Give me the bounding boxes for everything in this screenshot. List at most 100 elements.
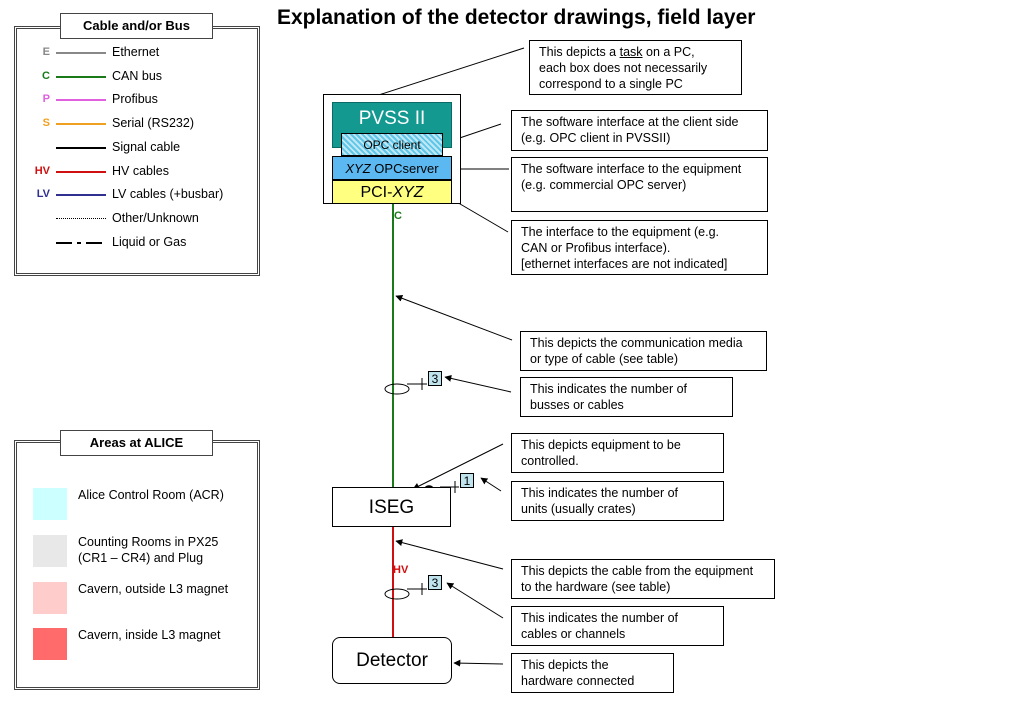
legend-letter: S bbox=[42, 117, 50, 130]
legend-label: Other/Unknown bbox=[112, 210, 199, 225]
pci-suffix: XYZ bbox=[392, 184, 424, 201]
pvss-label: PVSS II bbox=[358, 108, 426, 129]
arrow-media bbox=[395, 294, 513, 341]
bus-count-bracket bbox=[407, 378, 427, 390]
opc-server-box: XYZ OPCserver bbox=[332, 156, 452, 180]
legend-label: CAN bus bbox=[112, 68, 163, 83]
legend-label: Serial (RS232) bbox=[112, 116, 194, 131]
callout-task: This depicts a task on a PC, each box do… bbox=[529, 40, 742, 95]
callout-channels-line1: This indicates the number of bbox=[521, 611, 679, 625]
area-label: Counting Rooms in PX25 (CR1 – CR4) and Pl… bbox=[78, 534, 218, 566]
callout-units-line1: This indicates the number of bbox=[521, 486, 679, 500]
detector-box: Detector bbox=[332, 637, 452, 684]
legend-label: Ethernet bbox=[112, 45, 160, 59]
opc-client-box: OPC client bbox=[341, 133, 443, 156]
legend-letter: C bbox=[42, 69, 50, 82]
area-swatch bbox=[33, 535, 67, 567]
callout-task-line2: each box does not necessarily bbox=[539, 61, 708, 75]
callout-task-line1-pre: This depicts a bbox=[539, 45, 620, 59]
callout-channels: This indicates the number of cables or c… bbox=[511, 606, 724, 646]
legend-line-sample bbox=[56, 75, 106, 78]
legend-line-sample bbox=[56, 99, 106, 102]
page-title: Explanation of the detector drawings, fi… bbox=[277, 6, 756, 29]
legend-row: Signal cable bbox=[22, 139, 252, 155]
callout-equipment-line2: controlled. bbox=[521, 454, 579, 468]
callout-equipment: This depicts equipment to be controlled. bbox=[511, 433, 724, 473]
cable-count-bracket bbox=[407, 583, 427, 595]
area-swatch bbox=[33, 488, 67, 520]
callout-media: This depicts the communication media or … bbox=[520, 331, 767, 371]
legend-label: HV cables bbox=[112, 163, 169, 178]
legend-line-sample bbox=[56, 123, 106, 126]
pci-box: PCI-XYZ bbox=[332, 180, 452, 204]
area-label-line: Alice Control Room (ACR) bbox=[78, 488, 224, 502]
bus-count-box: 3 bbox=[428, 371, 442, 386]
callout-hw-if-line2: CAN or Profibus interface). bbox=[521, 241, 671, 255]
callout-hardware: This depicts the hardware connected bbox=[511, 653, 674, 693]
opc-server-label: OPCserver bbox=[370, 161, 439, 176]
legend-row: Other/Unknown bbox=[22, 210, 252, 226]
callout-equip-if-line1: The software interface to the equipment bbox=[521, 162, 742, 176]
callout-cable-hw-line1: This depicts the cable from the equipmen… bbox=[521, 564, 754, 578]
legend-letter: E bbox=[42, 46, 50, 58]
callout-equip-if-line2: (e.g. commercial OPC server) bbox=[521, 178, 687, 192]
cable-legend-panel bbox=[14, 26, 260, 276]
callout-hw-if-line3: [ethernet interfaces are not indicated] bbox=[521, 257, 728, 271]
iseg-label: ISEG bbox=[368, 497, 415, 518]
unit-count-box: 1 bbox=[460, 473, 474, 488]
can-cable-tag: C bbox=[394, 210, 402, 222]
callout-hardware-line1: This depicts the bbox=[521, 658, 609, 672]
callout-hw-if: The interface to the equipment (e.g. CAN… bbox=[511, 220, 768, 275]
callout-hw-if-line1: The interface to the equipment (e.g. bbox=[521, 225, 720, 239]
area-label-line: Cavern, inside L3 magnet bbox=[78, 628, 221, 642]
area-swatch bbox=[33, 582, 67, 614]
callout-cable-hw-line2: to the hardware (see table) bbox=[521, 580, 671, 594]
legend-letter: LV bbox=[36, 188, 50, 201]
cable-count-box: 3 bbox=[428, 575, 442, 590]
area-label: Cavern, outside L3 magnet bbox=[78, 581, 228, 597]
arrow-cable-hw bbox=[395, 539, 504, 570]
legend-line-sample bbox=[56, 52, 106, 54]
legend-row: P Profibus bbox=[22, 91, 252, 107]
callout-client-if: The software interface at the client sid… bbox=[511, 110, 768, 151]
cable-legend-header: Cable and/or Bus bbox=[60, 13, 213, 39]
opc-client-label: OPC client bbox=[363, 138, 421, 152]
callout-busses-line2: busses or cables bbox=[530, 398, 624, 412]
area-label-line: Cavern, outside L3 magnet bbox=[78, 582, 229, 596]
arrow-task bbox=[359, 47, 525, 103]
area-swatch bbox=[33, 628, 67, 660]
callout-task-line3: correspond to a single PC bbox=[539, 77, 683, 91]
legend-row: LV LV cables (+busbar) bbox=[22, 186, 252, 202]
legend-label: Profibus bbox=[112, 92, 158, 107]
callout-equip-if: The software interface to the equipment … bbox=[511, 157, 768, 212]
callout-busses-line1: This indicates the number of bbox=[530, 382, 688, 396]
area-label-line: (CR1 – CR4) and Plug bbox=[78, 551, 204, 565]
legend-line-sample bbox=[56, 194, 106, 197]
legend-label: Liquid or Gas bbox=[112, 234, 187, 249]
hv-cable-tag: HV bbox=[393, 564, 409, 576]
callout-task-line1-task: task bbox=[619, 45, 643, 59]
callout-task-line1-post: on a PC, bbox=[642, 45, 695, 59]
legend-line-sample bbox=[56, 217, 106, 219]
arrow-equipment bbox=[412, 443, 504, 490]
arrow-channels bbox=[446, 582, 504, 619]
legend-row: Liquid or Gas bbox=[22, 234, 252, 250]
area-label-line: Counting Rooms in PX25 bbox=[78, 535, 219, 549]
areas-header: Areas at ALICE bbox=[60, 430, 213, 456]
legend-letter: HV bbox=[34, 164, 50, 177]
pci-prefix: PCI- bbox=[360, 184, 393, 201]
legend-row: HV HV cables bbox=[22, 163, 252, 179]
callout-hardware-line2: hardware connected bbox=[521, 674, 635, 688]
callout-units: This indicates the number of units (usua… bbox=[511, 481, 724, 521]
callout-units-line2: units (usually crates) bbox=[521, 502, 636, 516]
callout-busses: This indicates the number of busses or c… bbox=[520, 377, 733, 417]
arrow-hardware bbox=[453, 659, 504, 667]
area-label: Cavern, inside L3 magnet bbox=[78, 627, 220, 643]
legend-row: E Ethernet bbox=[22, 44, 252, 60]
callout-channels-line2: cables or channels bbox=[521, 627, 626, 641]
detector-label: Detector bbox=[356, 650, 428, 671]
legend-label: Signal cable bbox=[112, 139, 181, 154]
legend-letter: P bbox=[42, 93, 50, 106]
legend-label: LV cables (+busbar) bbox=[112, 187, 224, 202]
